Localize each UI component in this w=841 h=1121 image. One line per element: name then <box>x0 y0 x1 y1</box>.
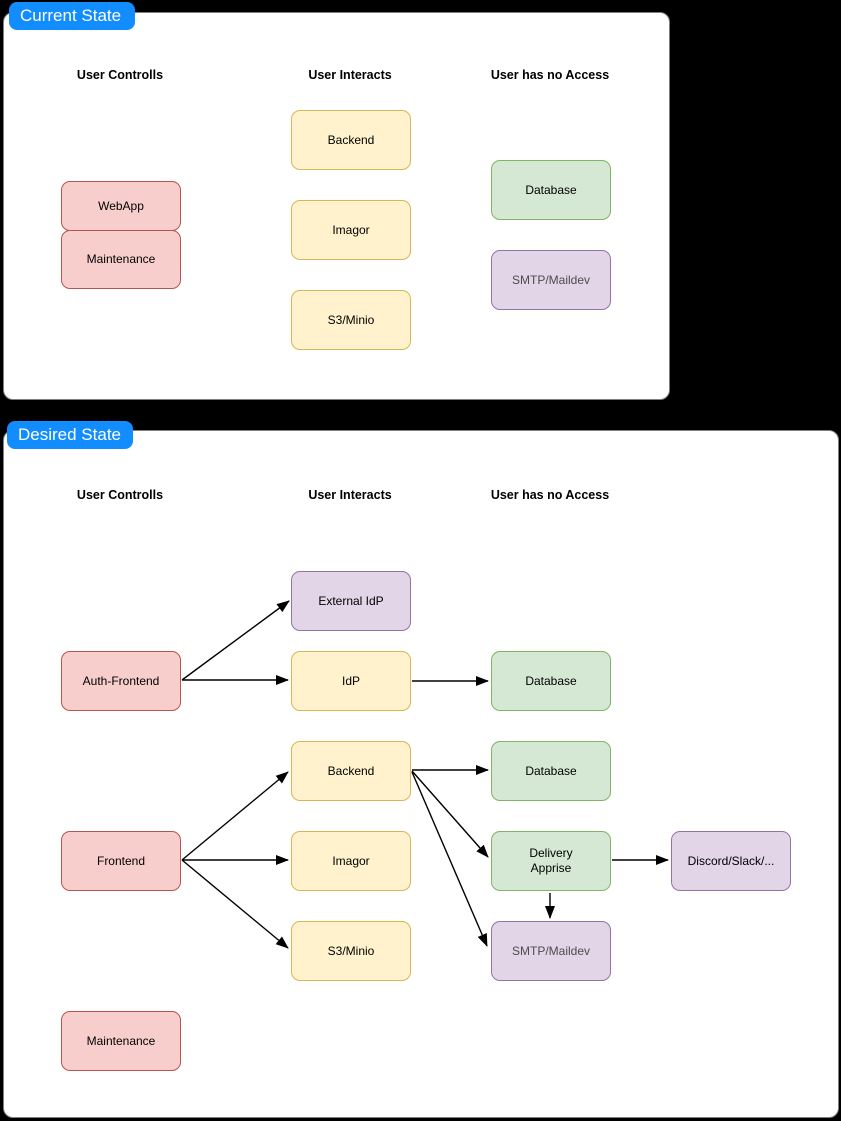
node-smtp-maildev-desired[interactable]: SMTP/Maildev <box>491 921 611 981</box>
column-header-user-controlls-desired: User Controlls <box>76 488 164 502</box>
node-database-idp[interactable]: Database <box>491 651 611 711</box>
current-state-tab-label: Current State <box>9 2 135 30</box>
column-header-user-no-access: User has no Access <box>490 68 610 82</box>
node-imagor-current[interactable]: Imagor <box>291 200 411 260</box>
node-s3minio-current[interactable]: S3/Minio <box>291 290 411 350</box>
node-smtp-maildev-desired-label: SMTP/Maildev <box>511 943 591 958</box>
node-database-current[interactable]: Database <box>491 160 611 220</box>
node-maintenance-desired-label: Maintenance <box>86 1033 156 1048</box>
node-maintenance-desired[interactable]: Maintenance <box>61 1011 181 1071</box>
column-header-user-controlls: User Controlls <box>76 68 164 82</box>
node-frontend[interactable]: Frontend <box>61 831 181 891</box>
node-backend-current[interactable]: Backend <box>291 110 411 170</box>
node-database-backend[interactable]: Database <box>491 741 611 801</box>
node-imagor-label: Imagor <box>332 222 370 237</box>
column-header-user-no-access-desired: User has no Access <box>490 488 610 502</box>
node-database-idp-label: Database <box>525 673 577 688</box>
desired-state-tab-label: Desired State <box>7 421 133 449</box>
node-s3minio-desired-label: S3/Minio <box>327 943 375 958</box>
node-frontend-label: Frontend <box>96 853 146 868</box>
column-header-user-interacts: User Interacts <box>308 68 392 82</box>
node-external-idp-label: External IdP <box>318 593 384 608</box>
node-idp[interactable]: IdP <box>291 651 411 711</box>
node-external-idp[interactable]: External IdP <box>291 571 411 631</box>
node-s3minio-desired[interactable]: S3/Minio <box>291 921 411 981</box>
node-imagor-desired[interactable]: Imagor <box>291 831 411 891</box>
node-maintenance-current[interactable]: Maintenance <box>61 230 181 289</box>
node-delivery-apprise-label: Delivery Apprise <box>529 846 573 875</box>
node-imagor-desired-label: Imagor <box>332 853 370 868</box>
node-discord-slack[interactable]: Discord/Slack/... <box>671 831 791 891</box>
node-webapp[interactable]: WebApp <box>61 181 181 231</box>
node-maintenance-label: Maintenance <box>86 252 156 266</box>
node-discord-slack-label: Discord/Slack/... <box>687 853 775 868</box>
column-header-user-interacts-desired: User Interacts <box>308 488 392 502</box>
node-smtp-maildev-current[interactable]: SMTP/Maildev <box>491 250 611 310</box>
node-auth-frontend[interactable]: Auth-Frontend <box>61 651 181 711</box>
node-s3minio-label: S3/Minio <box>327 312 375 327</box>
node-backend-desired[interactable]: Backend <box>291 741 411 801</box>
node-webapp-label: WebApp <box>98 198 144 213</box>
node-database-backend-label: Database <box>525 763 577 778</box>
node-backend-desired-label: Backend <box>327 763 375 778</box>
node-smtp-maildev-label: SMTP/Maildev <box>511 272 591 287</box>
node-idp-label: IdP <box>341 673 360 688</box>
node-auth-frontend-label: Auth-Frontend <box>82 673 160 688</box>
node-database-label: Database <box>525 182 577 197</box>
node-delivery-apprise[interactable]: Delivery Apprise <box>491 831 611 891</box>
node-backend-label: Backend <box>327 132 375 147</box>
